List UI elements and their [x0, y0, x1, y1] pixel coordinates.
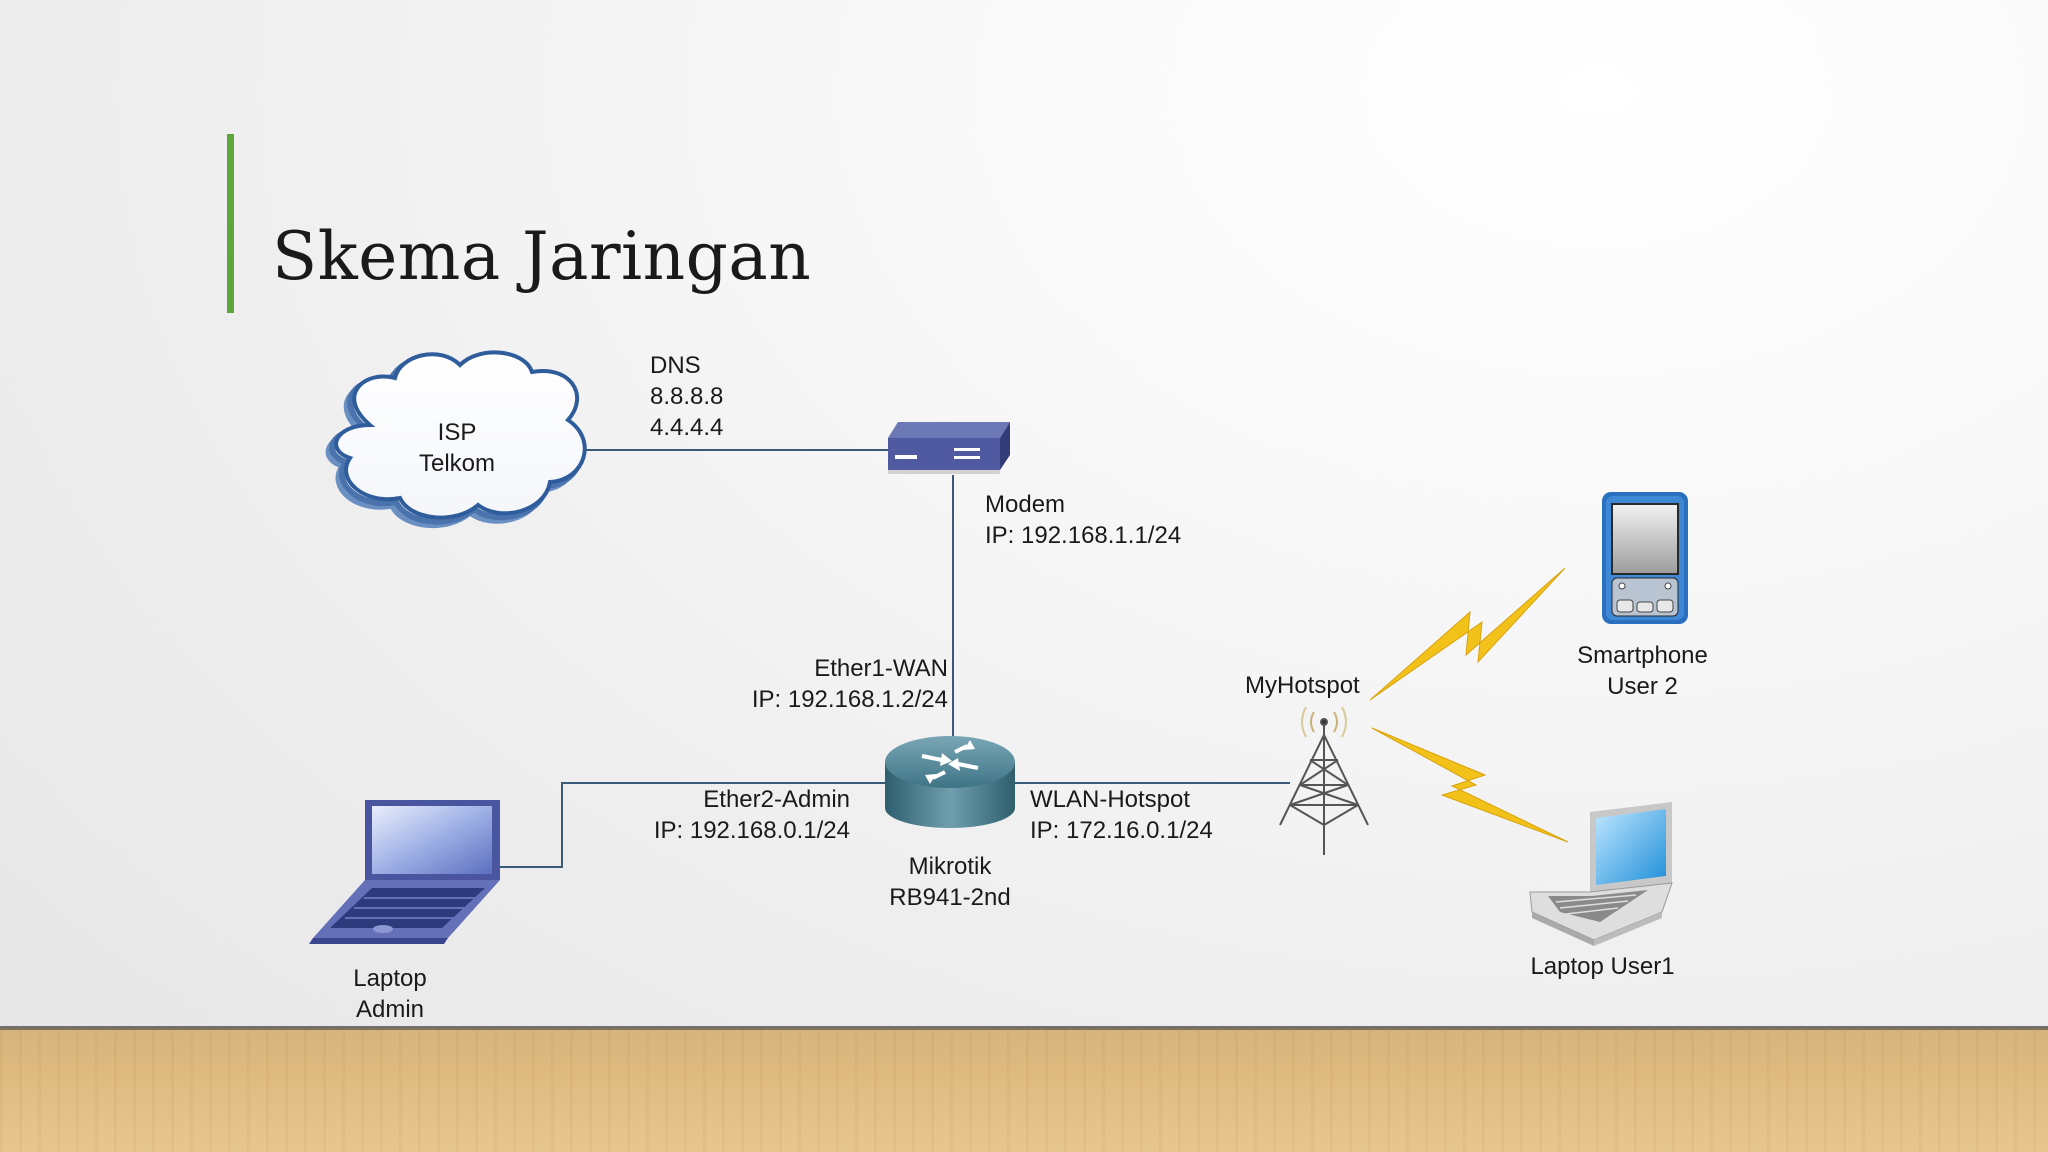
- ether2-ip: IP: 192.168.0.1/24: [653, 817, 850, 844]
- ether2-name: Ether2-Admin: [703, 786, 850, 813]
- dns-server-1: 8.8.8.8: [650, 383, 724, 410]
- isp-label: ISP Telkom: [397, 417, 517, 479]
- laptop-admin-icon: [309, 800, 500, 944]
- ether2-label: Ether2-Admin IP: 192.168.0.1/24: [600, 784, 850, 846]
- router-icon: [885, 736, 1015, 828]
- ether1-name: Ether1-WAN: [814, 655, 948, 682]
- laptop-admin-label: Laptop Admin: [330, 963, 450, 1025]
- cloud-icon: [325, 350, 587, 529]
- dns-label: DNS 8.8.8.8 4.4.4.4: [650, 350, 723, 443]
- router-line1: Mikrotik: [908, 853, 992, 880]
- dns-title: DNS: [650, 352, 701, 379]
- link-router-laptop-admin: [500, 782, 885, 868]
- floor-edge: [0, 1026, 2048, 1032]
- wlan-ip: IP: 172.16.0.1/24: [1030, 817, 1213, 844]
- modem-ip: IP: 192.168.1.1/24: [985, 522, 1182, 549]
- modem-name: Modem: [985, 491, 1066, 518]
- slide-title: Skema Jaringan: [272, 218, 812, 295]
- smartphone-line2: User 2: [1607, 673, 1678, 700]
- antenna-tower-icon: [1279, 706, 1369, 855]
- isp-label-line2: Telkom: [418, 450, 496, 477]
- dns-server-2: 4.4.4.4: [650, 414, 724, 441]
- laptop-admin-line2: Admin: [355, 996, 425, 1023]
- modem-label: Modem IP: 192.168.1.1/24: [985, 489, 1181, 551]
- wireless-signal-icon: [1369, 567, 1569, 843]
- laptop-user1-icon: [1529, 802, 1673, 946]
- hotspot-label: MyHotspot: [1245, 672, 1360, 699]
- smartphone-label: Smartphone User 2: [1560, 640, 1725, 702]
- ether1-label: Ether1-WAN IP: 192.168.1.2/24: [700, 653, 948, 715]
- laptop-admin-line1: Laptop: [353, 965, 427, 992]
- title-accent-bar: [227, 134, 234, 313]
- router-line2: RB941-2nd: [889, 884, 1011, 911]
- isp-label-line1: ISP: [437, 419, 477, 446]
- wlan-name: WLAN-Hotspot: [1030, 786, 1191, 813]
- modem-icon: [888, 422, 1010, 474]
- laptop-user1-label: Laptop User1: [1530, 953, 1675, 980]
- router-label: Mikrotik RB941-2nd: [870, 851, 1030, 913]
- wooden-floor: [0, 1030, 2048, 1152]
- wlan-label: WLAN-Hotspot IP: 172.16.0.1/24: [1030, 784, 1213, 846]
- pda-icon: [1602, 492, 1688, 624]
- connection-lines: [500, 449, 1290, 868]
- ether1-ip: IP: 192.168.1.2/24: [751, 686, 948, 713]
- smartphone-line1: Smartphone: [1577, 642, 1708, 669]
